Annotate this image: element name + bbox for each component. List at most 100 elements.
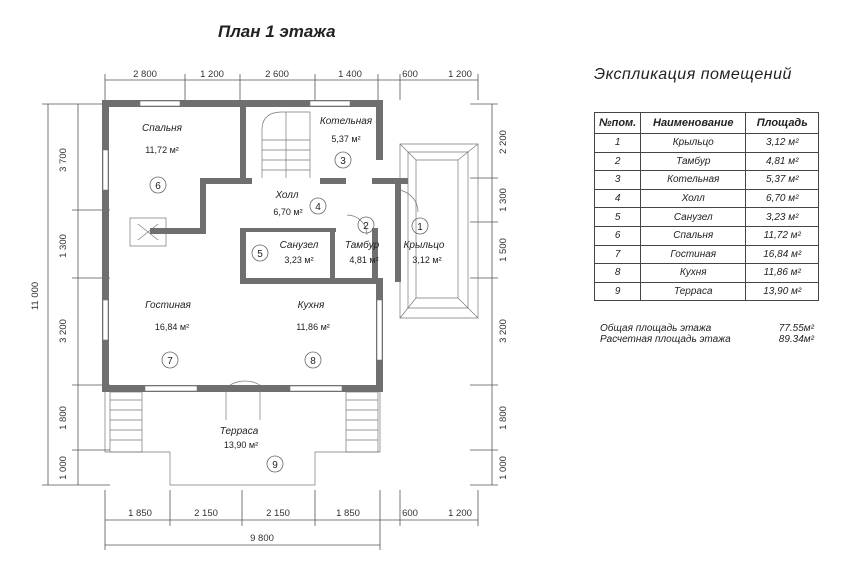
plan-title: План 1 этажа	[218, 22, 336, 41]
room-num-boiler: 3	[340, 156, 346, 167]
row-area: 4,81 м²	[745, 151, 820, 172]
table-row: 9 Терраса 13,90 м²	[593, 281, 820, 302]
dim-bottom-6: 1 200	[448, 508, 472, 519]
row-area: 16,84 м²	[745, 244, 820, 265]
row-name: Спальня	[640, 225, 747, 246]
dim-right-2: 1 300	[498, 188, 509, 212]
room-num-terrace: 9	[272, 460, 278, 471]
room-name-hall: Холл	[274, 190, 298, 201]
row-name: Холл	[640, 188, 747, 209]
room-name-bathroom: Санузел	[280, 240, 319, 251]
row-name: Тамбур	[640, 151, 747, 172]
row-area: 13,90 м²	[745, 281, 820, 302]
dim-total-height: 11 000	[30, 282, 41, 310]
row-area: 11,72 м²	[745, 225, 820, 246]
porch-stairs	[399, 143, 479, 319]
row-name: Гостиная	[640, 244, 747, 265]
dim-bottom-5: 600	[402, 508, 418, 519]
row-number: 6	[593, 225, 642, 246]
row-name: Кухня	[640, 263, 747, 283]
room-num-living: 7	[167, 356, 173, 367]
row-area: 11,86 м²	[745, 263, 820, 283]
room-area-vestibule: 4,81 м²	[349, 255, 378, 265]
room-num-hall: 4	[315, 202, 321, 213]
room-area-terrace: 13,90 м²	[224, 440, 258, 450]
calc-area-label: Расчетная площадь этажа	[600, 334, 731, 345]
dim-bottom-1: 1 850	[128, 508, 152, 519]
openings	[102, 100, 383, 392]
room-num-bedroom: 6	[155, 181, 161, 192]
room-area-bedroom: 11,72 м²	[145, 145, 179, 155]
total-area-label: Общая площадь этажа	[600, 323, 712, 334]
total-area-value: 77.55м²	[778, 323, 814, 334]
table-row: 1 Крыльцо 3,12 м²	[593, 133, 820, 153]
room-labels: Спальня 11,72 м² 6 Котельная 5,37 м² 3 Х…	[142, 116, 445, 473]
table-row: 8 Кухня 11,86 м²	[593, 263, 820, 283]
room-num-porch: 1	[417, 222, 423, 233]
row-area: 6,70 м²	[745, 188, 820, 209]
room-name-kitchen: Кухня	[298, 300, 325, 311]
row-name: Котельная	[640, 170, 747, 190]
table-row: 5 Санузел 3,23 м²	[593, 207, 820, 227]
calc-area-row: Расчетная площадь этажа 89.34м²	[600, 334, 814, 345]
dim-left-4: 1 800	[58, 406, 69, 430]
dim-bottom-4: 1 850	[336, 508, 360, 519]
row-number: 5	[593, 207, 642, 227]
walls	[102, 100, 408, 392]
room-area-kitchen: 11,86 м²	[296, 322, 330, 332]
row-area: 5,37 м²	[745, 170, 820, 190]
room-area-hall: 6,70 м²	[273, 207, 302, 217]
room-num-vestibule: 2	[363, 221, 369, 232]
dim-top-3: 2 600	[265, 69, 289, 80]
room-name-vestibule: Тамбур	[345, 239, 380, 251]
room-area-bathroom: 3,23 м²	[284, 255, 313, 265]
dim-left-1: 3 700	[58, 148, 69, 172]
room-name-bedroom: Спальня	[142, 123, 183, 134]
room-num-kitchen: 8	[310, 356, 316, 367]
room-area-boiler: 5,37 м²	[331, 134, 360, 144]
table-row: 4 Холл 6,70 м²	[593, 188, 820, 209]
row-name: Крыльцо	[640, 133, 747, 153]
header-name: Наименование	[640, 112, 747, 134]
table-row: 6 Спальня 11,72 м²	[593, 225, 820, 246]
dim-top-6: 1 200	[448, 69, 472, 80]
room-name-terrace: Терраса	[220, 426, 259, 437]
row-number: 4	[593, 188, 642, 209]
row-number: 1	[593, 133, 642, 153]
total-area-row: Общая площадь этажа 77.55м²	[600, 323, 814, 334]
dim-right-1: 2 200	[498, 130, 509, 154]
table-row: 3 Котельная 5,37 м²	[593, 170, 820, 190]
dim-right-4: 3 200	[498, 319, 509, 343]
dim-left-3: 3 200	[58, 319, 69, 343]
terrace-stairs	[104, 391, 381, 486]
row-number: 8	[593, 263, 642, 283]
room-num-bathroom: 5	[257, 249, 263, 260]
row-number: 7	[593, 244, 642, 265]
row-number: 2	[593, 151, 642, 172]
header-number: №пом.	[593, 112, 642, 134]
explication-totals: Общая площадь этажа 77.55м² Расчетная пл…	[600, 323, 814, 345]
row-number: 9	[593, 281, 642, 302]
room-area-porch: 3,12 м²	[412, 255, 441, 265]
dim-total-width: 9 800	[250, 533, 274, 544]
dim-left-2: 1 300	[58, 234, 69, 258]
header-area: Площадь	[745, 112, 820, 134]
row-area: 3,12 м²	[745, 133, 820, 153]
dim-top-4: 1 400	[338, 69, 362, 80]
room-name-living: Гостиная	[145, 300, 191, 311]
table-row: 7 Гостиная 16,84 м²	[593, 244, 820, 265]
calc-area-value: 89.34м²	[778, 334, 814, 345]
room-name-porch: Крыльцо	[404, 240, 445, 251]
room-area-living: 16,84 м²	[155, 322, 189, 332]
explication-table: №пом. Наименование Площадь 1 Крыльцо 3,1…	[593, 112, 820, 302]
row-name: Терраса	[640, 281, 747, 302]
dimension-labels: 2 800 1 200 2 600 1 400 600 1 200 1 850 …	[30, 69, 509, 544]
dim-top-2: 1 200	[200, 69, 224, 80]
dim-right-3: 1 500	[498, 238, 509, 262]
dimension-lines	[42, 74, 498, 550]
room-name-boiler: Котельная	[320, 116, 373, 127]
dim-bottom-2: 2 150	[194, 508, 218, 519]
dim-right-5: 1 800	[498, 406, 509, 430]
row-area: 3,23 м²	[745, 207, 820, 227]
